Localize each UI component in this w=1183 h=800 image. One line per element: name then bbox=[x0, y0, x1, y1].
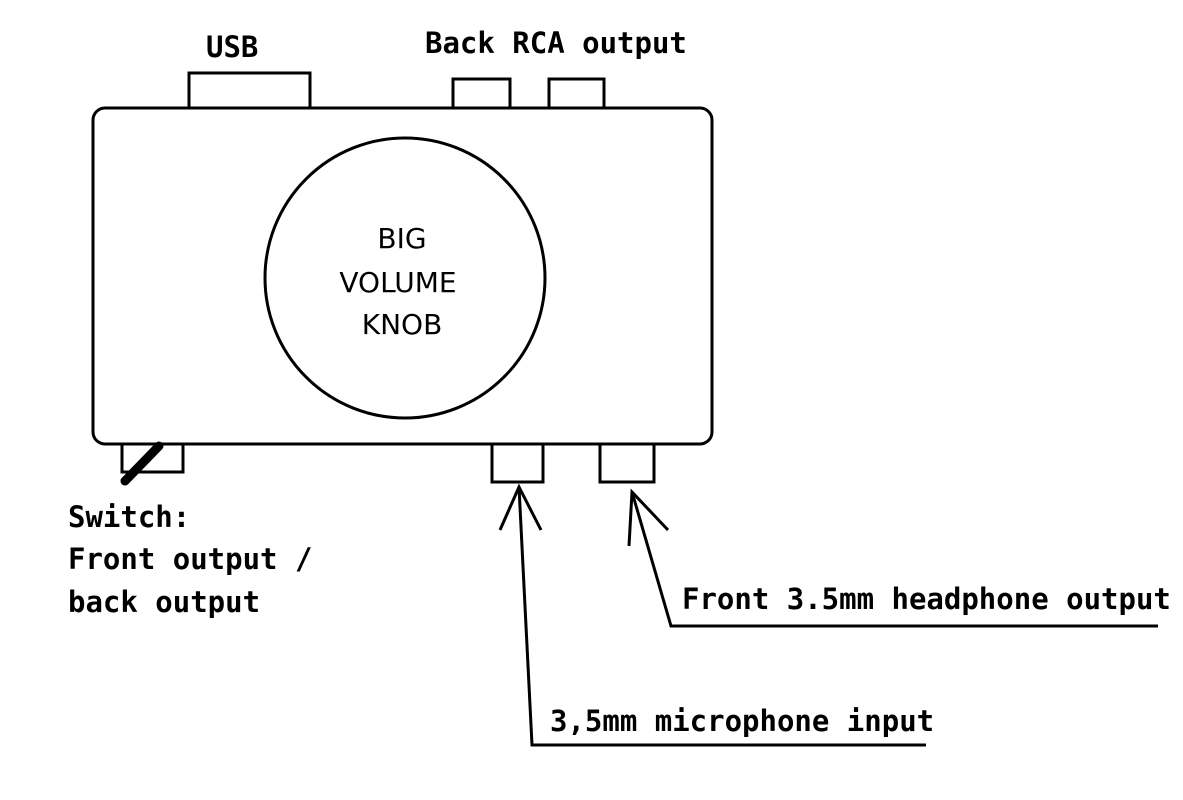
mic-leader-arrow bbox=[498, 483, 926, 747]
knob-label-line2: VOLUME bbox=[339, 266, 456, 299]
volume-knob bbox=[263, 136, 547, 420]
back-rca-label: Back RCA output bbox=[425, 26, 687, 60]
switch-label-line3: back output bbox=[68, 585, 260, 619]
knob-label-line1: BIG bbox=[377, 222, 426, 255]
knob-label-line3: KNOB bbox=[362, 308, 443, 341]
switch-label-line1: Switch: bbox=[68, 500, 190, 534]
headphone-label: Front 3.5mm headphone output bbox=[682, 582, 1171, 616]
switch-label-line2: Front output / bbox=[68, 542, 312, 576]
usb-label: USB bbox=[206, 30, 258, 64]
switch-lever bbox=[120, 441, 164, 486]
headphone-leader-arrow bbox=[627, 488, 1158, 628]
mic-label: 3,5mm microphone input bbox=[550, 704, 934, 738]
